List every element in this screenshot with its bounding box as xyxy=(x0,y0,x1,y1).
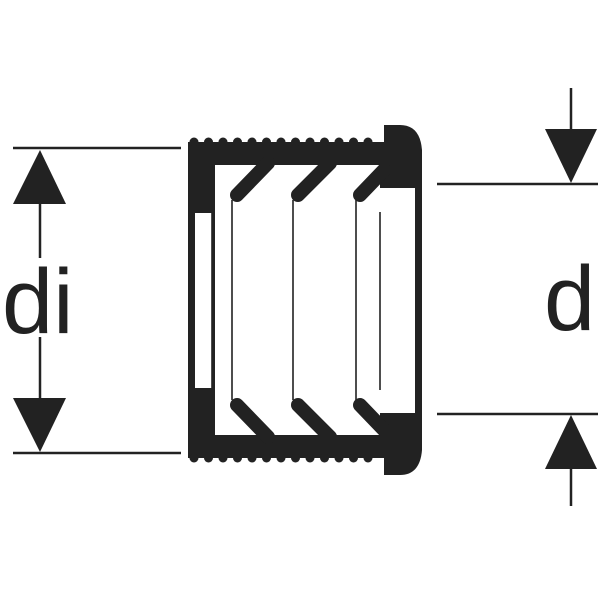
seal-lip xyxy=(291,156,337,202)
thread-crest xyxy=(291,453,300,463)
thread-crest xyxy=(363,453,373,463)
seal-lips xyxy=(230,156,391,444)
outlet-bore xyxy=(380,188,415,413)
thread-crest xyxy=(276,137,286,147)
left-slot xyxy=(195,213,212,388)
thread-crest xyxy=(262,137,271,147)
thread-crest xyxy=(276,453,286,463)
seal-lip xyxy=(230,398,275,444)
thread-crest xyxy=(204,453,213,463)
thread-crest xyxy=(204,137,213,147)
thread-crest xyxy=(218,453,228,463)
seal-lip xyxy=(230,156,275,202)
fitting-cavities xyxy=(195,165,415,435)
thread-crest xyxy=(334,453,344,463)
thread-crest xyxy=(247,453,257,463)
thread-crest xyxy=(233,453,242,463)
thread-crest xyxy=(247,137,257,147)
thread-crest xyxy=(349,137,358,147)
arrow-down-icon xyxy=(545,129,597,183)
inner-cavity xyxy=(215,165,380,435)
thread-crest xyxy=(218,137,228,147)
thread-crest xyxy=(233,137,242,147)
di-label: di xyxy=(2,251,74,353)
d-dimension xyxy=(437,88,598,506)
thread-crest xyxy=(262,453,271,463)
seal-lip xyxy=(291,398,337,444)
thread-crest xyxy=(334,137,344,147)
thread-crest xyxy=(363,137,373,147)
d-label: d xyxy=(544,248,595,350)
thread-crest xyxy=(189,453,199,463)
thread-crest xyxy=(349,453,358,463)
seal-lip xyxy=(353,398,391,437)
di-dimension xyxy=(13,146,181,455)
arrow-up-icon xyxy=(545,415,597,469)
thread-crest xyxy=(291,137,300,147)
bore-lines xyxy=(211,200,381,400)
thread-crest xyxy=(189,137,199,147)
thread-crest xyxy=(305,453,315,463)
thread-crest xyxy=(320,453,329,463)
thread-crest xyxy=(305,137,315,147)
thread-profile xyxy=(189,137,373,463)
seal-lip xyxy=(353,163,391,202)
thread-crest xyxy=(320,137,329,147)
arrow-down-icon xyxy=(13,398,66,452)
arrow-up-icon xyxy=(13,150,66,204)
